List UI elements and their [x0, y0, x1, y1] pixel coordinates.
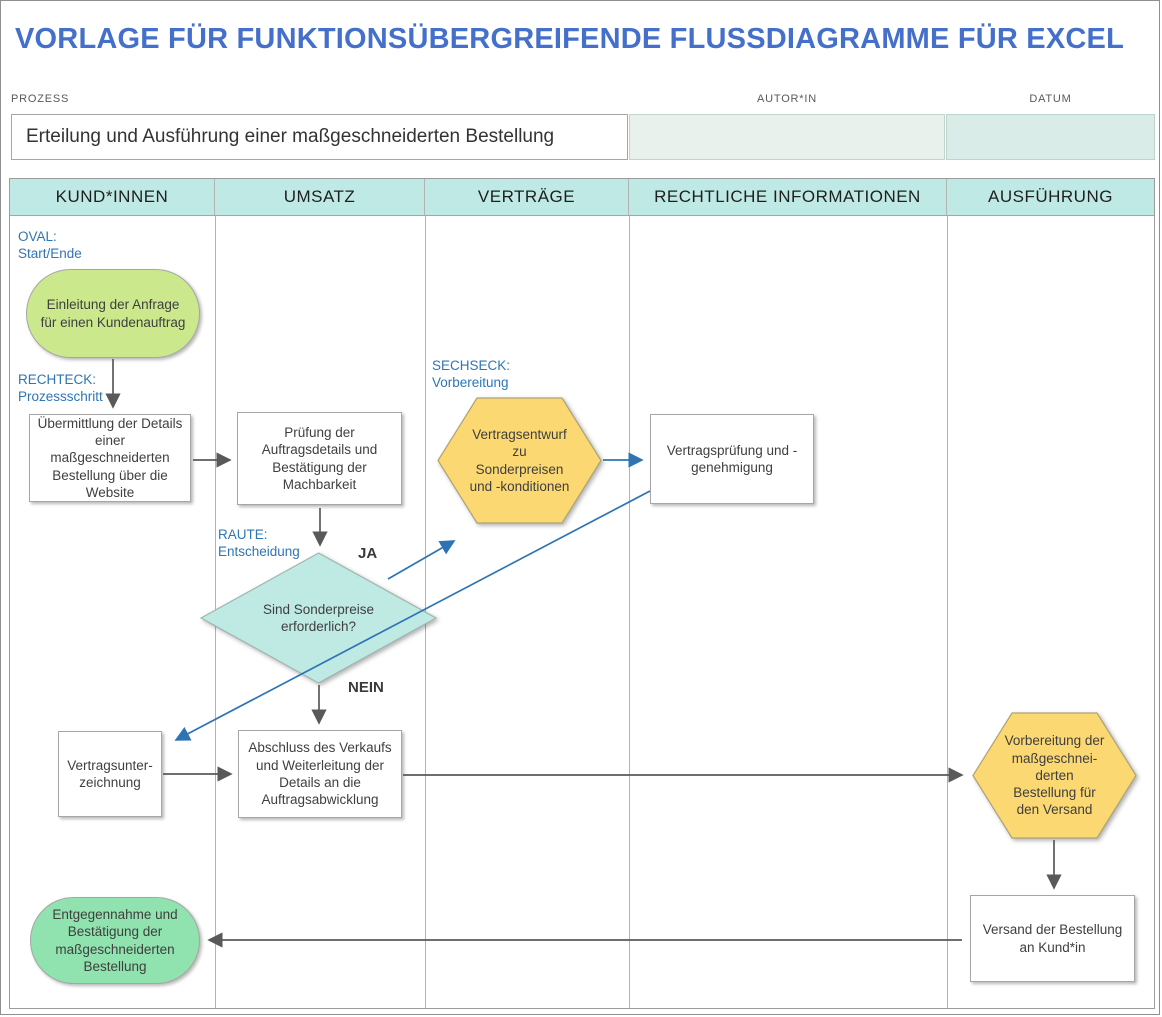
- datum-field[interactable]: [946, 114, 1155, 160]
- process-abschluss[interactable]: Abschluss des Verkaufs und Weiterleitung…: [238, 730, 402, 818]
- lane-header-vertraege: VERTRÄGE: [425, 179, 629, 215]
- decision-sonderpreise-label: Sind Sonderpreise erforderlich?: [262, 601, 375, 634]
- lane-header-row: KUND*INNEN UMSATZ VERTRÄGE RECHTLICHE IN…: [10, 179, 1154, 216]
- lane-divider-3: [629, 216, 630, 1008]
- legend-sechseck-name: SECHSECK:: [432, 358, 511, 373]
- swimlane-table: KUND*INNEN UMSATZ VERTRÄGE RECHTLICHE IN…: [9, 178, 1155, 1009]
- lane-divider-4: [947, 216, 948, 1008]
- process-versand[interactable]: Versand der Bestellung an Kund*in: [970, 895, 1135, 982]
- end-oval-entgegennahme[interactable]: Entgegennahme und Bestätigung der maßges…: [30, 897, 200, 984]
- legend-rechteck-name: RECHTECK:: [18, 372, 97, 387]
- page-title: VORLAGE FÜR FUNKTIONSÜBERGREIFENDE FLUSS…: [15, 23, 1124, 55]
- hexagon-vertragsentwurf[interactable]: Vertragsentwurf zu Sonderpreisen und -ko…: [437, 397, 602, 524]
- lane-header-rechtliche-informationen: RECHTLICHE INFORMATIONEN: [629, 179, 947, 215]
- process-vertragsunterzeichnung[interactable]: Vertragsunter- zeichnung: [58, 731, 162, 817]
- datum-label: DATUM: [1029, 93, 1072, 105]
- lane-header-umsatz: UMSATZ: [215, 179, 425, 215]
- autor-label: AUTOR*IN: [757, 93, 817, 105]
- legend-raute-name: RAUTE:: [218, 527, 268, 542]
- process-uebermittlung[interactable]: Übermittlung der Details einer maßgeschn…: [29, 414, 191, 502]
- process-vertragspruefung[interactable]: Vertragsprüfung und -genehmigung: [650, 414, 814, 504]
- hexagon-vorbereitung[interactable]: Vorbereitung der maßgeschnei- derten Bes…: [972, 712, 1137, 839]
- hexagon-vorbereitung-shape: [972, 712, 1137, 839]
- legend-sechseck: SECHSECK: Vorbereitung: [432, 357, 510, 391]
- branch-label-nein: NEIN: [348, 679, 384, 696]
- legend-oval-desc: Start/Ende: [18, 246, 82, 261]
- decision-sonderpreise[interactable]: Sind Sonderpreise erforderlich?: [200, 552, 437, 684]
- flowchart-canvas: OVAL: Start/Ende RECHTECK: Prozessschrit…: [10, 216, 1154, 1008]
- lane-header-ausfuehrung: AUSFÜHRUNG: [947, 179, 1154, 215]
- lane-header-kundinnen: KUND*INNEN: [10, 179, 215, 215]
- hexagon-vertragsentwurf-label: Vertragsentwurf zu Sonderpreisen und -ko…: [469, 426, 570, 494]
- legend-sechseck-desc: Vorbereitung: [432, 375, 509, 390]
- legend-rechteck: RECHTECK: Prozessschritt: [18, 371, 103, 405]
- branch-label-ja: JA: [358, 545, 378, 562]
- prozess-label: PROZESS: [11, 93, 70, 105]
- legend-oval: OVAL: Start/Ende: [18, 228, 82, 262]
- hexagon-vorbereitung-label: Vorbereitung der maßgeschnei- derten Bes…: [1004, 733, 1105, 818]
- legend-rechteck-desc: Prozessschritt: [18, 389, 103, 404]
- legend-oval-name: OVAL:: [18, 229, 57, 244]
- start-oval-einleitung[interactable]: Einleitung der Anfrage für einen Kundena…: [26, 269, 200, 358]
- process-pruefung[interactable]: Prüfung der Auftragsdetails und Bestätig…: [237, 412, 402, 505]
- autor-field[interactable]: [629, 114, 945, 160]
- prozess-field[interactable]: Erteilung und Ausführung einer maßgeschn…: [11, 114, 628, 160]
